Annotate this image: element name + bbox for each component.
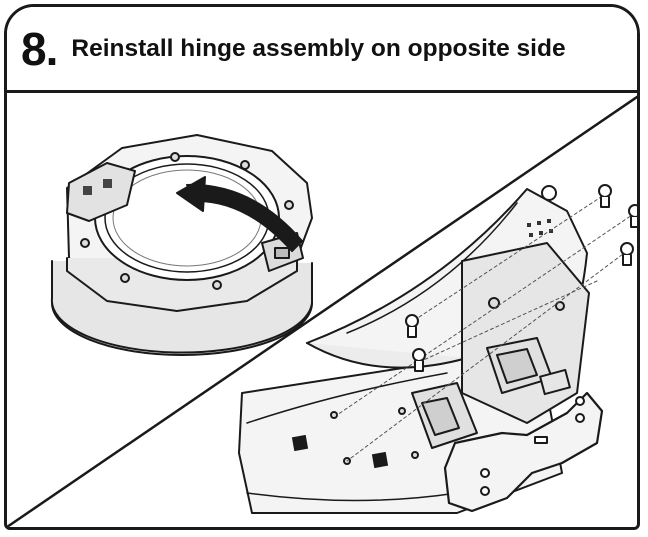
step-header: 8. Reinstall hinge assembly on opposite … — [7, 7, 637, 93]
step-title: Reinstall hinge assembly on opposite sid… — [71, 34, 566, 62]
hinge-illustration — [7, 95, 637, 527]
screws-group — [336, 184, 637, 462]
door-ring-icon — [50, 134, 313, 356]
rotate-arrow-icon — [176, 176, 303, 252]
washer-body — [238, 185, 590, 514]
hinge-bracket-icon — [411, 337, 604, 513]
instruction-step-card: 8. Reinstall hinge assembly on opposite … — [4, 4, 640, 530]
diagonal-divider — [7, 95, 637, 527]
screw-icon — [405, 184, 637, 372]
illustration-area — [7, 93, 637, 527]
step-number: 8. — [21, 22, 58, 75]
